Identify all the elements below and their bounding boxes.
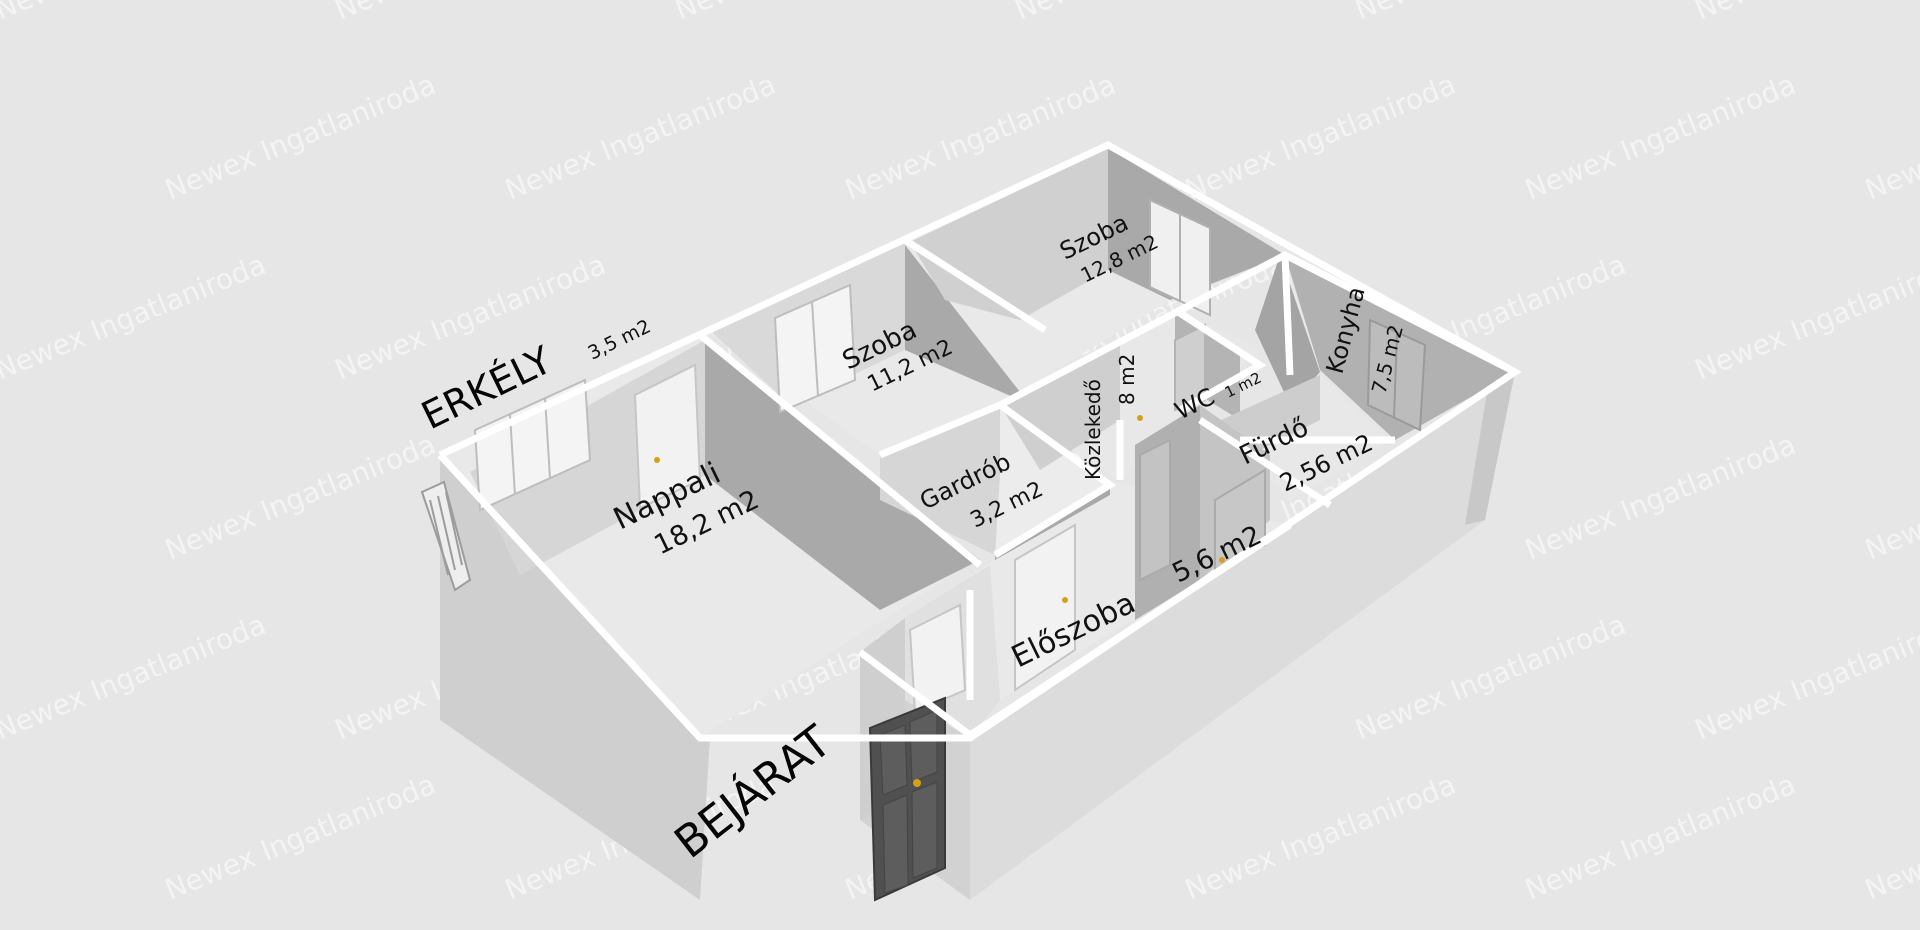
watermark-text: Newex Ingatlaniroda xyxy=(330,0,610,26)
wall-top-entrance xyxy=(857,522,1292,740)
interior-door xyxy=(1014,523,1076,692)
watermark-text: Newex Ingatlaniroda xyxy=(1010,0,1290,26)
watermark-text: Newex Ingatlaniroda xyxy=(1520,768,1800,907)
wall-top-living xyxy=(697,332,983,568)
interior-door xyxy=(1174,323,1206,412)
watermark-text: Newex Ingatlaniroda xyxy=(0,0,270,26)
watermark-text: Newex Ingatlaniroda xyxy=(1860,768,1920,907)
window-icon xyxy=(1366,318,1427,432)
watermark-text: Newex Ingatlaniroda xyxy=(0,248,270,387)
watermark-text: Newex Ingatlaniroda xyxy=(160,768,440,907)
watermark-text: Newex Ingatlaniroda xyxy=(1690,248,1920,387)
wall-face-living-divider xyxy=(705,340,980,610)
window-icon xyxy=(773,283,857,414)
watermark-text: Newex Ingatlaniroda xyxy=(0,608,270,747)
watermark-text: Newex Ingatlaniroda xyxy=(1180,68,1460,207)
wall-face-room1-divider xyxy=(905,245,1020,400)
interior-door xyxy=(633,363,702,510)
watermark-text: Newex Ingatlaniroda xyxy=(160,428,440,567)
watermark-text: Newex Ingatlaniroda xyxy=(1350,0,1630,26)
corridor-area: 8 m2 xyxy=(1115,354,1139,405)
wall-top-kitchen xyxy=(1281,254,1294,376)
balcony-railing-icon xyxy=(420,480,472,592)
wall-top-wc xyxy=(1173,307,1267,414)
watermark-text: Newex Ingatlaniroda xyxy=(1860,428,1920,567)
front-door-icon xyxy=(868,696,946,902)
watermark-text: Newex Ingatlaniroda xyxy=(1520,428,1800,567)
wall-tops xyxy=(437,141,1522,742)
wall-top-bath xyxy=(1198,417,1332,508)
outer-wall-right-face xyxy=(970,372,1515,900)
watermark-text: Newex Ingatlaniroda xyxy=(500,68,780,207)
watermark-text: Newex Ingatlaniroda xyxy=(670,0,950,26)
outer-wall-left-face xyxy=(440,455,710,900)
watermark-text: Newex Ingatlaniroda xyxy=(1520,68,1800,207)
watermark-text: Newex Ingatlaniroda xyxy=(1180,768,1460,907)
interior-door xyxy=(908,603,967,714)
wall-face-corridor-left xyxy=(1000,345,1120,470)
watermark-text: Newex Ingatlaniroda xyxy=(1350,608,1630,747)
window-icon xyxy=(1149,198,1211,317)
watermark-text: Newex Ingatlaniroda xyxy=(1690,0,1920,26)
watermark-text: Newex Ingatlaniroda xyxy=(330,248,610,387)
watermark-text: Newex Ingatlaniroda xyxy=(1860,68,1920,207)
openings xyxy=(420,198,1427,902)
wall-top-room1 xyxy=(903,237,1047,333)
wall-top-wardrobe xyxy=(878,401,1117,558)
corridor-name: Közlekedő xyxy=(1081,379,1105,480)
interior-door xyxy=(1137,415,1171,582)
right-wall-end-face xyxy=(1465,372,1515,525)
watermark-text: Newex Ingatlaniroda xyxy=(160,68,440,207)
watermark-text: Newex Ingatlaniroda xyxy=(1690,608,1920,747)
window-icon xyxy=(473,378,592,512)
